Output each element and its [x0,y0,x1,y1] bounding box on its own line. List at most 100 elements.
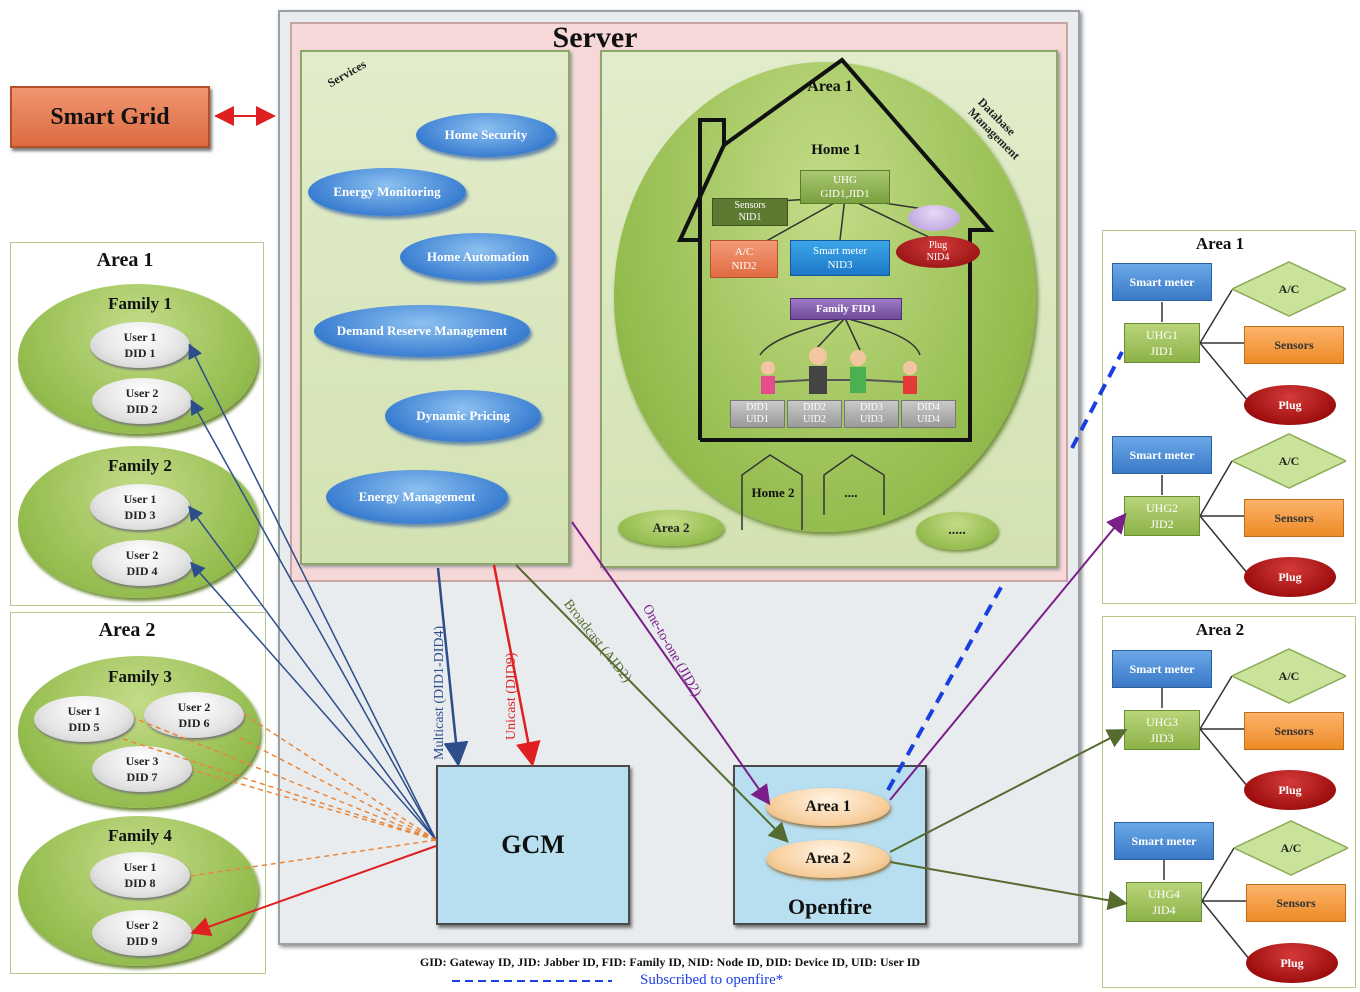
ac-node: A/C NID2 [710,240,778,278]
device-cell: DID2 UID2 [787,400,842,428]
server-title: Server [552,21,638,54]
ac-node-label: A/C [734,246,754,258]
db-area1-oval [614,62,1036,532]
family3-label: Family 3 [108,667,172,686]
left-area2-label: Area 2 [98,618,156,641]
user-label: User 2 [125,548,159,562]
device-id-label: DID 1 [124,346,156,360]
ac-node-nid: NID2 [731,260,757,272]
home1-house-outline [676,57,995,530]
family2-label: Family 2 [108,456,172,475]
smart-meter-node-nid: NID3 [827,259,853,271]
smart-meter-box: Smart meter [1112,650,1212,688]
uhg-jid: JID1 [1150,344,1174,358]
device-did: DID3 [860,402,883,413]
openfire-label: Openfire [788,894,872,919]
plug-oval: Plug [1244,385,1336,425]
device-id-label: DID 2 [126,402,158,416]
plug-node-nid: NID4 [926,252,950,263]
uhg-box: UHG2 JID2 [1124,496,1200,536]
uhg-name: UHG2 [1146,501,1178,515]
uhg-node: UHG GID1,JID1 [800,170,890,204]
device-did: DID1 [746,402,769,413]
uhg-box: UHG3 JID3 [1124,710,1200,750]
sensors-node-label: Sensors [734,200,766,211]
user-oval: User 2 DID 9 [92,910,192,956]
uhg-jid: JID2 [1150,517,1174,531]
user-oval: User 2 DID 2 [92,378,192,424]
uhg-box: UHG4 JID4 [1126,882,1202,922]
more-homes-label: .... [844,485,858,500]
ac-label: A/C [1278,281,1300,296]
family1-label: Family 1 [108,294,172,313]
purple-oval-node [908,205,960,231]
ac-diamond [1232,433,1346,489]
ac-label: A/C [1280,840,1302,855]
device-cell: DID1 UID1 [730,400,785,428]
right-area2-label: Area 2 [1195,620,1245,639]
abbreviations-legend: GID: Gateway ID, JID: Jabber ID, FID: Fa… [419,955,921,969]
sensors-box: Sensors [1244,326,1344,364]
device-id-label: DID 8 [124,876,156,890]
user-label: User 1 [123,330,157,344]
device-did: DID4 [917,402,940,413]
user-oval: User 2 DID 4 [92,540,192,586]
home2-house-outline [741,454,803,530]
device-uid: UID4 [917,414,940,425]
uhg-jid: JID4 [1152,903,1176,917]
family-fid-node: Family FID1 [790,298,902,320]
smart-meter-node: Smart meter NID3 [790,240,890,276]
sensors-box: Sensors [1244,499,1344,537]
ac-diamond [1232,261,1346,317]
device-row: DID1 UID1 DID2 UID2 DID3 UID3 DID4 UID4 [730,400,956,428]
uhg-label: UHG [833,174,857,186]
db-area1-label: Area 1 [807,78,853,95]
plug-oval: Plug [1244,557,1336,597]
service-energy-monitoring: Energy Monitoring [308,168,466,216]
plug-oval: Plug [1246,943,1338,983]
more-homes-house-outline [823,454,885,515]
sensors-box: Sensors [1246,884,1346,922]
user-oval: User 1 DID 5 [34,696,134,742]
device-did: DID2 [803,402,826,413]
user-label: User 1 [123,860,157,874]
user-label: User 2 [125,386,159,400]
uhg-name: UHG4 [1148,887,1180,901]
device-uid: UID3 [860,414,883,425]
device-id-label: DID 9 [126,934,158,948]
smart-grid-box: Smart Grid [10,86,210,148]
uhg-jid: JID3 [1150,731,1174,745]
service-home-automation: Home Automation [400,233,556,281]
smart-meter-box: Smart meter [1112,436,1212,474]
ac-label: A/C [1278,668,1300,683]
device-id-label: DID 3 [124,508,156,522]
smart-meter-box: Smart meter [1112,263,1212,301]
sensors-node-nid: NID1 [738,212,762,223]
service-home-security: Home Security [416,113,556,157]
device-id-label: DID 4 [126,564,158,578]
multicast-label: Multicast (DID1-DID4) [432,625,447,760]
uhg-name: UHG1 [1146,328,1178,342]
ac-label: A/C [1278,453,1300,468]
ac-diamond [1232,648,1346,704]
ac-diamond [1234,820,1348,876]
device-cell: DID4 UID4 [901,400,956,428]
plug-oval: Plug [1244,770,1336,810]
smart-meter-box: Smart meter [1114,822,1214,860]
uhg-ids: GID1,JID1 [820,188,870,200]
user-oval: User 1 DID 3 [90,484,190,530]
plug-node-label: Plug [928,240,948,251]
home1-label: Home 1 [811,141,861,158]
right-area1-label: Area 1 [1195,234,1245,253]
family-figures-icon [761,347,917,394]
smart-meter-node-label: Smart meter [812,245,868,257]
uhg-box: UHG1 JID1 [1124,323,1200,363]
unicast-label: Unicast (DID9) [504,652,519,740]
uhg-name: UHG3 [1146,715,1178,729]
device-id-label: DID 5 [68,720,100,734]
user-oval: User 1 DID 8 [90,852,190,898]
user-label: User 1 [123,492,157,506]
device-uid: UID1 [746,414,769,425]
device-uid: UID2 [803,414,826,425]
